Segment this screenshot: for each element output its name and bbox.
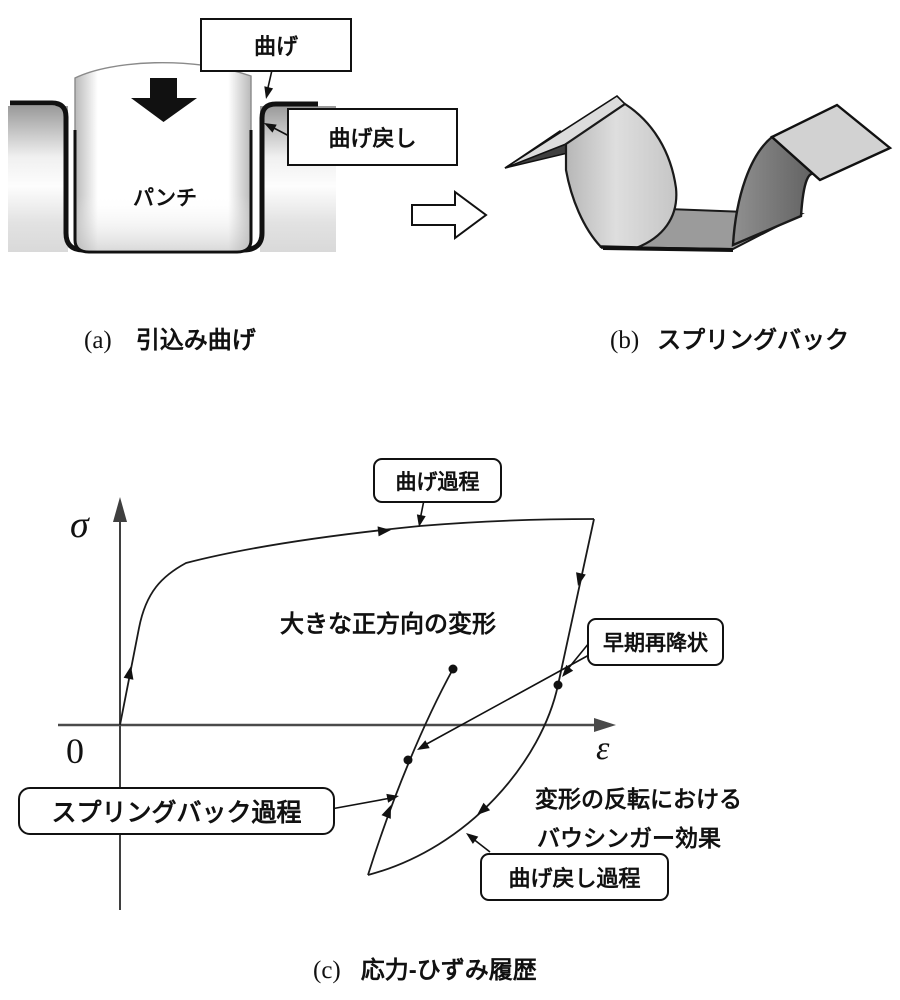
bend-label-box: 曲げ: [200, 18, 352, 72]
early-reyield-label: 早期再降状: [603, 632, 708, 655]
springback-valley-edge: [600, 245, 641, 250]
annotation-leader-arrowheads: [386, 514, 574, 844]
epsilon-axis-arrowhead: [594, 718, 616, 732]
bauschinger-text-line1: 変形の反転における: [535, 786, 742, 812]
sigma-axis-arrowhead: [113, 497, 127, 522]
bend-label-leader: [264, 69, 274, 99]
springback-process-label: スプリングバック過程: [51, 799, 302, 827]
bending-process-label: 曲げ過程: [395, 470, 480, 494]
caption-b-text: スプリングバック: [657, 327, 850, 354]
caption-a: (a) 引込み曲げ: [84, 320, 256, 355]
epsilon-axis-label: ε: [596, 730, 610, 767]
unbending-process-label: 曲げ戻し過程: [508, 866, 641, 891]
stress-strain-chart: [58, 497, 616, 910]
origin-label: 0: [66, 731, 84, 771]
caption-c-text: 応力-ひずみ履歴: [360, 957, 537, 984]
caption-b: (b) スプリングバック: [610, 320, 849, 355]
unloading-unbending-curve: [367, 518, 595, 876]
unbend-label: 曲げ戻し: [328, 126, 417, 151]
panel-b-drawing: [411, 94, 893, 252]
punch-lower-outline: [73, 130, 253, 254]
caption-c: (c) 応力-ひずみ履歴: [313, 950, 537, 985]
caption-a-prefix: (a): [84, 327, 112, 354]
caption-a-text: 引込み曲げ: [135, 327, 256, 354]
sigma-axis-label: σ: [70, 504, 89, 546]
dot-early-reyield-unloading: [553, 680, 563, 690]
unbending-process-label-box: 曲げ戻し過程: [480, 853, 669, 901]
unbend-label-box: 曲げ戻し: [287, 108, 458, 166]
punch-label: パンチ: [132, 187, 198, 210]
springback-right-flange: [769, 103, 893, 182]
punch-bottom-shade: [77, 195, 249, 250]
transform-arrow-icon: [411, 190, 488, 240]
dot-early-reyield-springback: [403, 755, 413, 765]
springback-process-label-box: スプリングバック過程: [18, 787, 335, 835]
dot-springback-end: [448, 664, 458, 674]
bauschinger-text-line2: バウシンガー効果: [537, 825, 721, 851]
press-down-arrow-icon: [131, 78, 197, 122]
caption-c-prefix: (c): [313, 957, 341, 984]
early-reyield-label-box: 早期再降状: [587, 618, 724, 666]
springback-left-hump: [564, 102, 678, 250]
caption-b-prefix: (b): [610, 327, 640, 354]
punch-top-outline: [74, 62, 252, 130]
bending-process-label-box: 曲げ過程: [373, 458, 502, 503]
die-block-left: [8, 106, 68, 252]
large-positive-deformation-text: 大きな正方向の変形: [280, 611, 496, 638]
curve-direction-arrows: [123, 526, 586, 819]
loading-curve: [119, 518, 595, 726]
bend-label: 曲げ: [253, 34, 298, 59]
